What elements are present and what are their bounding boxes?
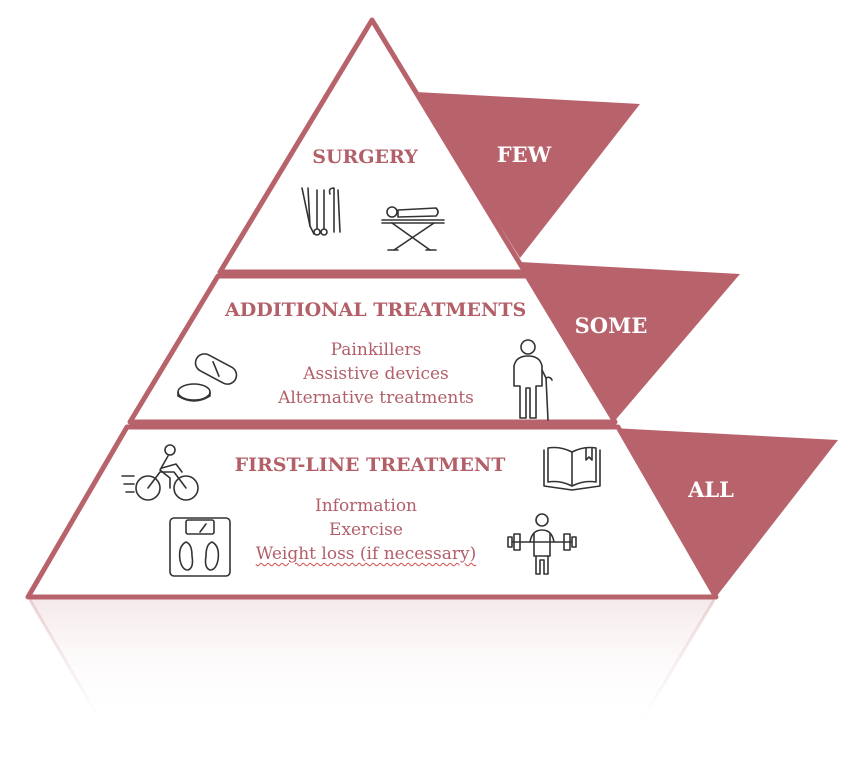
- tier-additional-header: ADDITIONAL TREATMENTS: [225, 299, 527, 321]
- pyramid-reflection: [28, 598, 716, 720]
- tier-additional-item-2: Assistive devices: [303, 364, 449, 384]
- scale-icon: [169, 517, 231, 577]
- arrow-few: [416, 92, 640, 258]
- pills-icon: [177, 353, 238, 402]
- tier-additional: [127, 273, 618, 425]
- arrow-all: [612, 428, 838, 597]
- surgical-instruments-icon: [301, 187, 341, 236]
- tag-all: ALL: [688, 477, 734, 502]
- tier-additional-item-3: Alternative treatments: [278, 388, 474, 408]
- reflection-edge-right: [640, 599, 716, 721]
- open-book-icon: [543, 446, 601, 491]
- tier-first-line-header: FIRST-LINE TREATMENT: [234, 454, 506, 476]
- reflection-edge-left: [28, 599, 102, 721]
- elderly-person-cane-icon: [513, 339, 553, 421]
- cyclist-icon: [121, 444, 199, 501]
- tag-few: FEW: [496, 142, 552, 167]
- tier-first-line-item-1: Information: [314, 496, 418, 516]
- tier-first-line-item-3: Weight loss (if necessary): [255, 544, 477, 564]
- tier-surgery-header: SURGERY: [312, 146, 418, 168]
- arrow-some: [520, 262, 740, 424]
- tier-additional-item-1: Painkillers: [330, 340, 422, 360]
- tier-first-line-item-2: Exercise: [329, 520, 403, 540]
- weightlifter-icon: [507, 513, 577, 575]
- tier-surgery: [217, 17, 528, 275]
- tag-some: SOME: [574, 313, 648, 338]
- stretcher-icon: [381, 206, 445, 251]
